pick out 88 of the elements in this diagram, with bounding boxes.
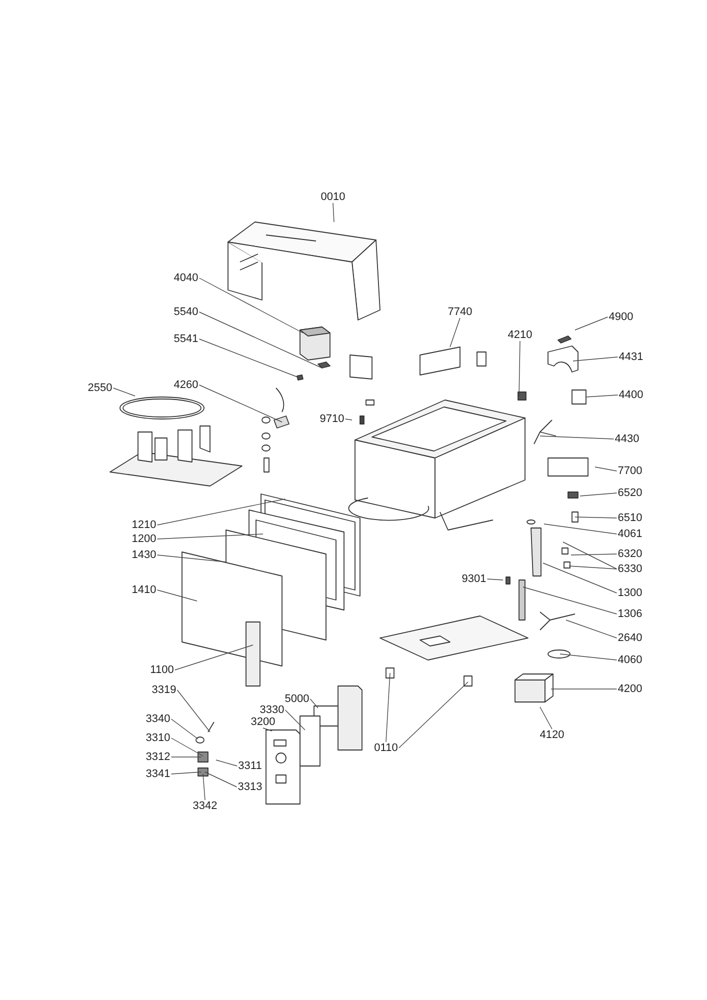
leader-line	[156, 590, 198, 602]
leader-line	[568, 566, 618, 570]
leader-line	[486, 578, 504, 580]
leader-line	[198, 312, 322, 368]
callout-number: 9301	[462, 573, 486, 585]
leader-line	[562, 542, 618, 570]
leader-line	[540, 706, 552, 730]
leader-line	[450, 318, 460, 348]
callout-number: 7740	[448, 306, 472, 318]
leader-line	[112, 388, 136, 396]
callout-number: 1410	[132, 584, 156, 596]
callout-number: 6320	[618, 548, 642, 560]
leader-line	[332, 202, 334, 222]
leader-line	[198, 384, 282, 422]
leader-line	[586, 394, 618, 398]
leader-line	[398, 682, 468, 748]
leader-line	[204, 772, 238, 788]
callout-number: 5000	[284, 693, 310, 705]
leader-line	[386, 672, 390, 742]
callout-number: 3312	[146, 751, 170, 763]
leader-line	[174, 644, 254, 670]
leader-line	[542, 562, 618, 594]
leader-line	[176, 690, 210, 732]
callout-number: 1300	[618, 587, 642, 599]
callout-number: 3340	[146, 713, 170, 725]
callout-number: 1430	[132, 549, 156, 561]
leader-line	[198, 278, 304, 334]
leader-line	[198, 338, 300, 378]
callout-number: 4060	[618, 654, 642, 666]
leader-line	[344, 418, 352, 420]
callout-number: 3311	[238, 760, 262, 772]
callout-number: 0110	[374, 742, 398, 754]
leader-line	[574, 316, 608, 330]
callout-number: 4260	[174, 379, 198, 391]
callout-number: 7700	[618, 465, 642, 477]
leader-line	[170, 718, 198, 740]
leader-line	[550, 688, 618, 690]
callout-number: 5541	[174, 333, 198, 345]
leader-line	[170, 756, 202, 758]
leader-line	[580, 492, 618, 496]
leader-line	[262, 728, 272, 732]
callout-number: 3319	[152, 684, 176, 696]
callout-number: 3341	[146, 768, 170, 780]
callout-number: 3342	[192, 800, 218, 812]
leader-line	[170, 738, 204, 756]
callout-number: 3313	[238, 781, 262, 793]
leader-line	[216, 760, 238, 766]
callout-number: 4120	[540, 729, 564, 741]
callout-number: 1210	[132, 519, 156, 531]
callout-number: 2550	[88, 382, 112, 394]
callout-number: 1306	[618, 608, 642, 620]
leader-line	[310, 698, 318, 708]
leader-line	[540, 436, 614, 440]
callout-number: 4040	[174, 272, 198, 284]
callout-number: 4900	[608, 311, 634, 323]
leader-line	[570, 554, 618, 556]
callout-number: 6510	[618, 512, 642, 524]
callout-number: 4430	[614, 433, 640, 445]
leader-line	[156, 498, 286, 526]
leader-line	[544, 524, 618, 534]
callout-number: 6520	[618, 487, 642, 499]
callout-number: 4061	[618, 528, 642, 540]
callout-number: 2640	[618, 632, 642, 644]
leader-line	[156, 534, 264, 540]
callout-number: 4400	[618, 389, 644, 401]
leader-line	[574, 516, 618, 518]
callout-number: 1200	[132, 533, 156, 545]
callout-number: 6330	[618, 563, 642, 575]
callout-number: 9710	[320, 413, 344, 425]
callout-number: 5540	[174, 306, 198, 318]
leader-line	[518, 340, 520, 398]
leader-line	[202, 774, 206, 800]
leader-line	[156, 554, 226, 562]
leader-line	[170, 772, 202, 774]
leader-line	[566, 620, 618, 638]
callout-number: 0010	[320, 191, 346, 203]
leader-line	[284, 710, 306, 730]
callout-number: 3200	[250, 716, 276, 728]
leader-line	[594, 466, 618, 472]
callout-number: 3330	[260, 704, 284, 716]
callout-number: 4210	[508, 329, 532, 341]
leader-line	[572, 356, 618, 362]
callout-number: 4200	[618, 683, 642, 695]
leader-line	[522, 586, 618, 614]
callout-number: 4431	[618, 351, 644, 363]
callout-number: 1100	[150, 664, 174, 676]
callout-number: 3310	[146, 732, 170, 744]
leader-line	[560, 654, 618, 660]
